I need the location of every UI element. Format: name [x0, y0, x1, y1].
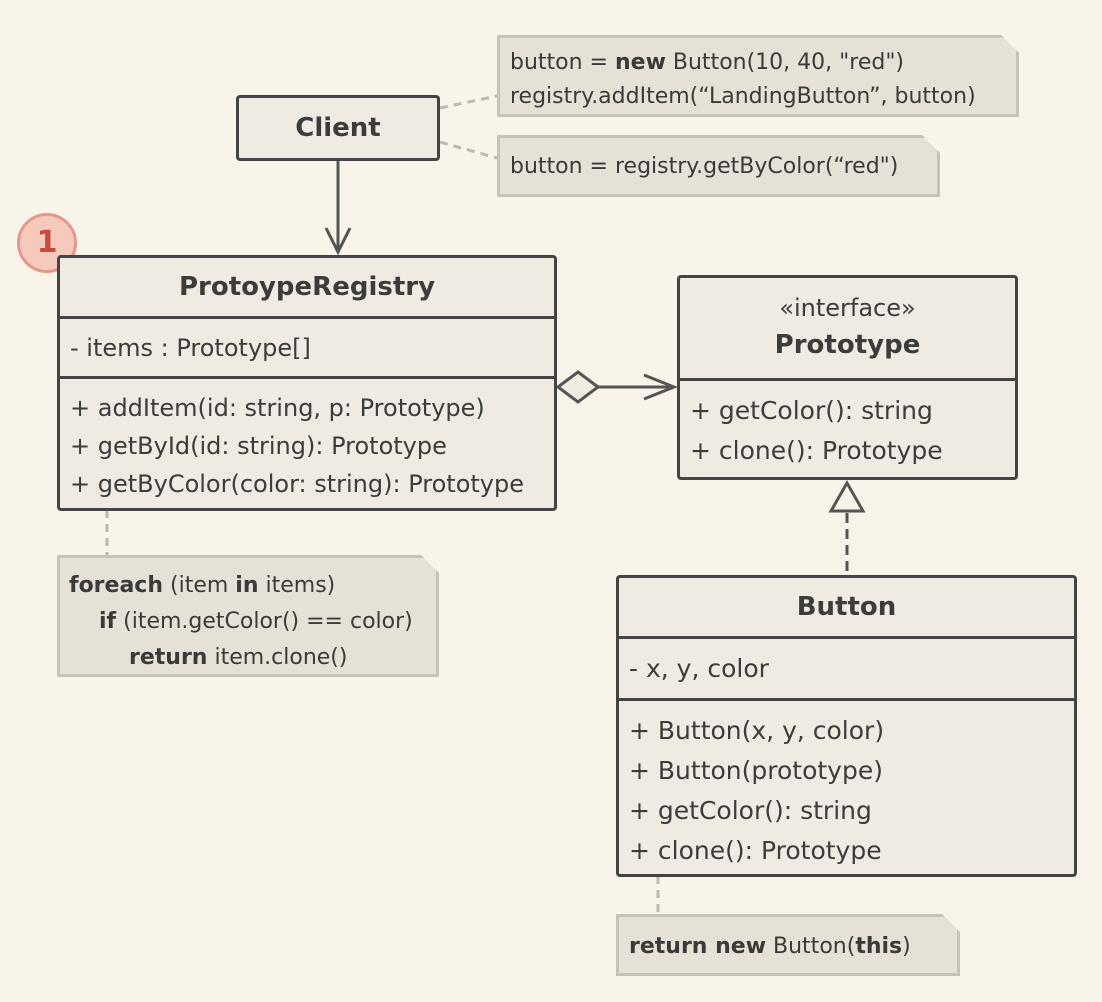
button-class: Button - x, y, color + Button(x, y, colo…: [616, 575, 1077, 877]
client-class: Client: [236, 95, 440, 161]
registry-field: - items : Prototype[]: [70, 334, 311, 362]
aggregation-arrowhead: [643, 373, 679, 401]
button-methods: + Button(x, y, color) + Button(prototype…: [619, 698, 1074, 871]
registry-method: + getByColor(color: string): Prototype: [70, 470, 524, 498]
prototype-interface: «interface» Prototype + getColor(): stri…: [677, 275, 1018, 480]
prototype-stereotype: «interface»: [779, 294, 916, 322]
client-note-bottom-line1: button = registry.getByColor(“red"): [510, 154, 899, 179]
button-note: return new Button(this): [616, 914, 960, 976]
prototype-title: Prototype: [774, 330, 921, 360]
client-note-link-bottom: [439, 140, 498, 160]
step-badge: 1: [17, 213, 77, 273]
client-note-bottom: button = registry.getByColor(“red"): [497, 135, 940, 197]
registry-note-line3: return item.clone(): [129, 645, 348, 670]
prototype-method: + getColor(): string: [690, 396, 933, 425]
realization-triangle: [828, 479, 866, 513]
button-method: + getColor(): string: [629, 796, 872, 825]
registry-fields: - items : Prototype[]: [60, 316, 554, 376]
registry-methods: + addItem(id: string, p: Prototype) + ge…: [60, 376, 554, 503]
prototype-methods: + getColor(): string + clone(): Prototyp…: [680, 378, 1015, 471]
button-field: - x, y, color: [629, 654, 769, 683]
button-method: + Button(x, y, color): [629, 716, 885, 745]
client-note-top: button = new Button(10, 40, "red") regis…: [497, 35, 1019, 117]
aggregation-diamond: [555, 370, 601, 404]
registry-note-line1: foreach (item in items): [69, 573, 336, 598]
client-note-link-top: [439, 94, 498, 110]
button-fields: - x, y, color: [619, 636, 1074, 698]
client-class-title: Client: [295, 113, 381, 143]
client-to-registry-arrowhead: [324, 227, 352, 256]
registry-class: ProtoypeRegistry - items : Prototype[] +…: [57, 255, 557, 511]
registry-note-line2: if (item.getColor() == color): [99, 609, 413, 634]
button-method: + Button(prototype): [629, 756, 883, 785]
button-class-title: Button: [796, 592, 897, 622]
client-note-top-line1: button = new Button(10, 40, "red"): [510, 50, 905, 75]
prototype-method: + clone(): Prototype: [690, 436, 943, 465]
button-method: + clone(): Prototype: [629, 836, 882, 865]
registry-method: + addItem(id: string, p: Prototype): [70, 394, 485, 422]
registry-method: + getById(id: string): Prototype: [70, 432, 447, 460]
client-note-top-line2: registry.addItem(“LandingButton”, button…: [510, 84, 976, 109]
registry-class-title: ProtoypeRegistry: [178, 272, 436, 302]
button-note-line1: return new Button(this): [629, 934, 911, 959]
prototype-header: «interface» Prototype: [680, 278, 1015, 378]
registry-note: foreach (item in items) if (item.getColo…: [57, 555, 439, 677]
